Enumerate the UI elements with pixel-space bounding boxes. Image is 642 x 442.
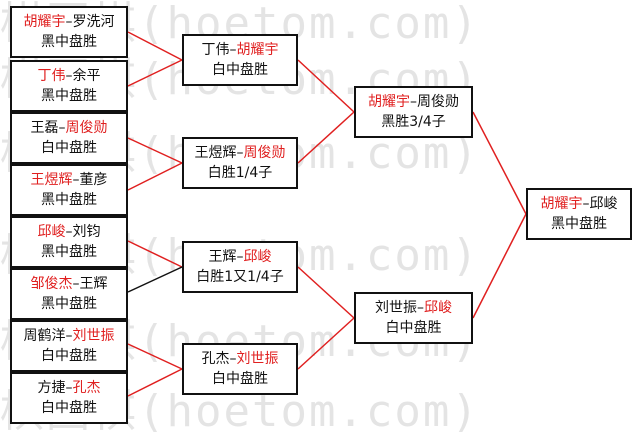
player-name: 刘钧 [72, 224, 101, 240]
match-result: 黑中盘胜 [41, 244, 97, 260]
match-players: 刘世振–邱峻 [375, 300, 452, 316]
match-players: 周鹤洋–刘世振 [23, 328, 115, 344]
connector-line [297, 317, 355, 370]
connector-line [127, 31, 183, 61]
match-players: 方捷–孔杰 [37, 380, 101, 396]
player-name: 王辉 [208, 249, 237, 265]
connector-line [127, 343, 183, 370]
match-players: 丁伟–胡耀宇 [201, 42, 279, 58]
player-name: 王磊 [30, 120, 59, 136]
connector-line [127, 137, 183, 164]
match-box: 王辉–邱峻 白胜1又1/4子 [182, 241, 298, 293]
player-name: 周俊勋 [243, 145, 286, 161]
connector-line [127, 162, 183, 191]
match-box: 孔杰–刘世振 白中盘胜 [182, 343, 298, 395]
match-box: 胡耀宇–周俊勋 黑胜3/4子 [354, 86, 473, 138]
player-name: 周鹤洋 [23, 328, 66, 344]
player-name: 刘世振 [375, 300, 417, 316]
match-result: 白胜1/4子 [207, 165, 273, 181]
match-box: 邹俊杰–王辉 黑中盘胜 [10, 268, 128, 320]
match-box: 周鹤洋–刘世振 白中盘胜 [10, 320, 128, 372]
bracket-lines [127, 31, 527, 397]
connector-line [472, 213, 527, 319]
player-name: 邹俊杰 [30, 276, 73, 292]
connector-line [127, 368, 183, 397]
match-result: 黑中盘胜 [41, 296, 97, 312]
match-players: 王辉–邱峻 [208, 249, 272, 265]
match-box: 刘世振–邱峻 白中盘胜 [354, 292, 473, 344]
match-box: 王煜辉–周俊勋 白胜1/4子 [182, 137, 298, 189]
player-name: 刘世振 [72, 328, 115, 344]
player-name: 罗洗河 [72, 14, 115, 30]
connector-line [127, 240, 183, 268]
player-name: 胡耀宇 [368, 94, 410, 110]
match-box: 方捷–孔杰 白中盘胜 [10, 372, 128, 424]
match-players: 丁伟–余平 [37, 68, 101, 84]
match-result: 黑中盘胜 [551, 216, 607, 232]
match-players: 王煜辉–周俊勋 [194, 145, 286, 161]
player-name: 邱峻 [243, 249, 272, 265]
match-result: 白中盘胜 [41, 400, 97, 416]
match-box: 丁伟–余平 黑中盘胜 [10, 60, 128, 112]
match-players: 孔杰–刘世振 [201, 351, 279, 367]
match-result: 黑中盘胜 [41, 192, 97, 208]
connector-line [127, 266, 183, 293]
player-name: 王煜辉 [30, 172, 73, 188]
player-name: 王煜辉 [194, 145, 237, 161]
match-result: 白中盘胜 [41, 348, 97, 364]
player-name: 丁伟 [201, 42, 230, 58]
player-name: 孔杰 [72, 380, 101, 396]
match-players: 王磊–周俊勋 [30, 120, 108, 136]
match-players: 王煜辉–董彦 [30, 172, 108, 188]
match-players: 邹俊杰–王辉 [30, 276, 108, 292]
player-name: 刘世振 [236, 351, 279, 367]
match-players: 胡耀宇–周俊勋 [368, 94, 459, 110]
match-players: 邱峻–刘钧 [37, 224, 101, 240]
player-name: 周俊勋 [417, 94, 459, 110]
connector-line [297, 59, 355, 113]
player-name: 董彦 [79, 172, 108, 188]
player-name: 邱峻 [424, 300, 452, 316]
match-box: 丁伟–胡耀宇 白中盘胜 [182, 34, 298, 86]
player-name: 胡耀宇 [540, 196, 583, 212]
match-result: 黑胜3/4子 [381, 114, 446, 130]
match-players: 胡耀宇–罗洗河 [23, 14, 115, 30]
match-players: 胡耀宇–邱峻 [540, 196, 618, 212]
connector-line [472, 111, 527, 215]
player-name: 王辉 [79, 276, 108, 292]
connector-line [127, 59, 183, 87]
match-box: 王煜辉–董彦 黑中盘胜 [10, 164, 128, 216]
player-name: 邱峻 [37, 224, 66, 240]
match-box: 王磊–周俊勋 白中盘胜 [10, 112, 128, 164]
match-result: 白胜1又1/4子 [196, 269, 284, 285]
match-result: 白中盘胜 [385, 320, 442, 336]
player-name: 丁伟 [37, 68, 66, 84]
match-result: 黑中盘胜 [41, 34, 97, 50]
player-name: 胡耀宇 [236, 42, 279, 58]
player-name: 周俊勋 [65, 120, 108, 136]
match-result: 白中盘胜 [41, 140, 97, 156]
player-name: 孔杰 [201, 351, 230, 367]
player-name: 余平 [72, 68, 101, 84]
match-box: 胡耀宇–邱峻 黑中盘胜 [526, 188, 632, 240]
match-box: 胡耀宇–罗洗河 黑中盘胜 [10, 6, 128, 58]
match-result: 白中盘胜 [212, 62, 268, 78]
match-result: 黑中盘胜 [41, 88, 97, 104]
match-box: 邱峻–刘钧 黑中盘胜 [10, 216, 128, 268]
connector-line [297, 266, 355, 319]
player-name: 邱峻 [589, 196, 618, 212]
player-name: 胡耀宇 [23, 14, 66, 30]
connector-line [297, 111, 355, 164]
player-name: 方捷 [37, 380, 66, 396]
match-result: 白中盘胜 [212, 371, 268, 387]
